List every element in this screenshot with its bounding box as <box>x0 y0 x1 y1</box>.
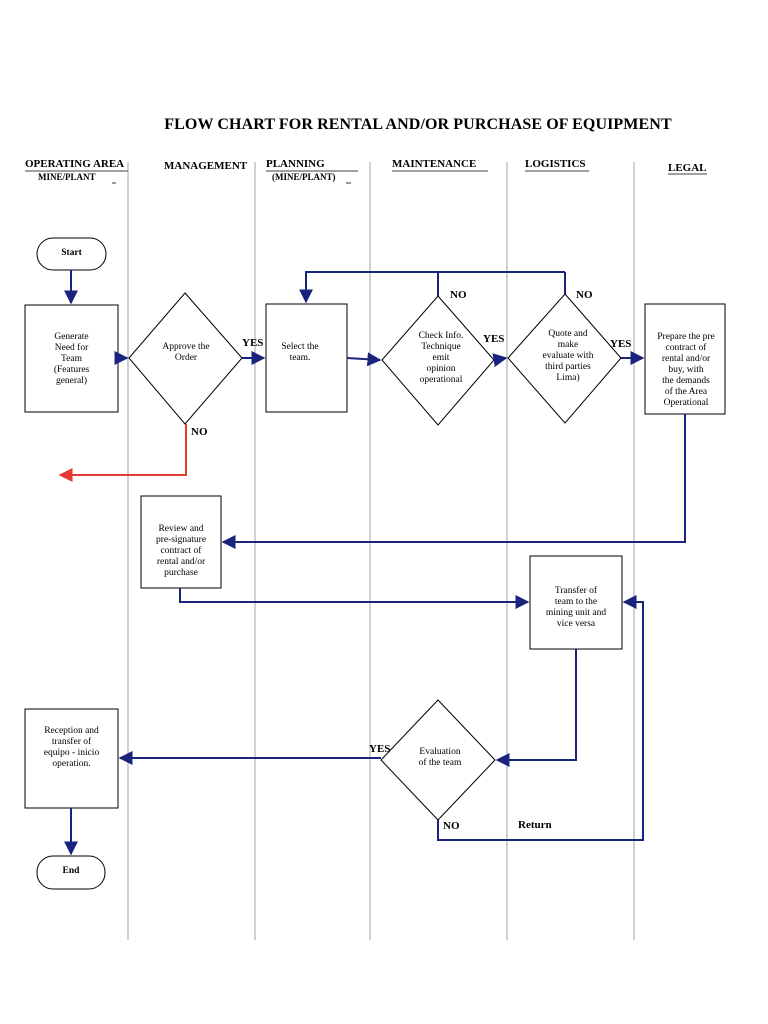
lane-management: MANAGEMENT <box>164 160 248 172</box>
check-yes-label: YES <box>483 333 505 345</box>
prepare-contract-box <box>644 303 726 415</box>
quote-yes-label: YES <box>610 338 632 350</box>
select-team-label: Select the team. <box>281 342 319 363</box>
lane-separators <box>127 162 635 940</box>
end-terminator <box>36 855 106 890</box>
select-team-box <box>265 303 348 413</box>
quote-no-label: NO <box>576 289 593 301</box>
reception-label: Reception and transfer of equipo - inici… <box>43 726 100 769</box>
generate-need-box <box>24 304 119 413</box>
review-contract-label: Review and pre-signature contract of ren… <box>155 524 207 578</box>
evaluation-label: Evaluation of the team <box>418 747 462 768</box>
prepare-contract-label: Prepare the pre contract of rental and/o… <box>657 332 715 408</box>
evaluation-yes-label: YES <box>369 743 391 755</box>
check-no-label: NO <box>450 289 467 301</box>
reception-box <box>24 708 119 809</box>
lane-logistics: LOGISTICS <box>525 158 586 170</box>
lane-header-underlines <box>25 170 707 184</box>
check-info-label: Check Info. Technique emit opinion opera… <box>418 331 464 385</box>
lane-operating-area-sub: MINE/PLANT <box>38 172 96 182</box>
quote-evaluate-label: Quote and make evaluate with third parti… <box>542 329 594 383</box>
check-info-decision <box>381 295 495 426</box>
quote-evaluate-decision <box>507 293 622 424</box>
lane-planning: PLANNING <box>266 158 325 170</box>
arrow-check-yes-to-quote <box>492 353 508 367</box>
arrow-prepare-to-review <box>221 414 686 549</box>
lane-maintenance: MAINTENANCE <box>392 158 477 170</box>
end-label: End <box>62 866 80 876</box>
return-evaluation-no-to-transfer <box>437 595 644 841</box>
arrow-select-to-check <box>346 352 382 367</box>
arrow-transfer-to-evaluation <box>495 649 577 767</box>
generate-need-label: Generate Need for Team (Features general… <box>53 332 90 386</box>
lane-operating-area: OPERATING AREA <box>25 158 125 170</box>
lane-legal: LEGAL <box>668 162 707 174</box>
loop-top-to-select <box>299 271 565 304</box>
return-label: Return <box>518 819 552 831</box>
transfer-team-box <box>529 555 623 650</box>
start-label: Start <box>61 248 82 258</box>
approve-no-label: NO <box>191 426 208 438</box>
arrow-review-to-transfer <box>179 588 530 609</box>
evaluation-no-label: NO <box>443 820 460 832</box>
transfer-team-label: Transfer of team to the mining unit and … <box>545 586 607 629</box>
approve-order-label: Approve the Order <box>162 342 210 363</box>
approve-yes-label: YES <box>242 337 264 349</box>
lane-planning-sub: (MINE/PLANT) <box>272 172 336 182</box>
page-title: FLOW CHART FOR RENTAL AND/OR PURCHASE OF… <box>164 116 672 133</box>
arrow-approve-no-reject <box>58 424 187 482</box>
